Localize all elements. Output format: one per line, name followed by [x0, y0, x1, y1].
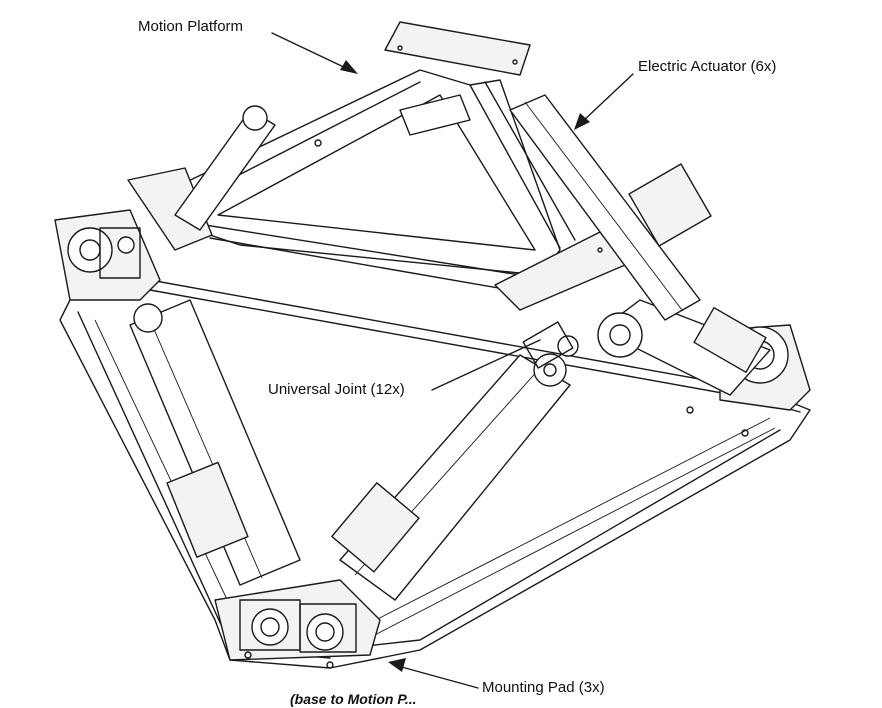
actuator-right-upper [509, 94, 712, 321]
leader-mounting-pad [388, 658, 479, 689]
mounting-pad-left [54, 209, 161, 301]
motion-platform-label: Motion Platform [138, 18, 244, 35]
actuator-back [399, 94, 471, 136]
leader-universal-joint [431, 339, 541, 391]
leader-motion-platform [271, 32, 358, 74]
universal-joint-label: Universal Joint (12x) [268, 381, 405, 398]
leader-electric-actuator [574, 73, 634, 130]
actuator-center [331, 353, 571, 601]
universal-joint-center [522, 321, 579, 369]
motion-platform [127, 21, 626, 311]
cut-off-caption: (base to Motion P... [290, 691, 417, 707]
actuator-left-long [129, 299, 301, 586]
actuator-left-upper [174, 105, 276, 231]
electric-actuator-label: Electric Actuator (6x) [638, 58, 777, 75]
actuator-right-lower [597, 299, 771, 396]
mounting-pad-bottom [214, 579, 381, 669]
mounting-pad-label: Mounting Pad (3x) [482, 679, 605, 696]
